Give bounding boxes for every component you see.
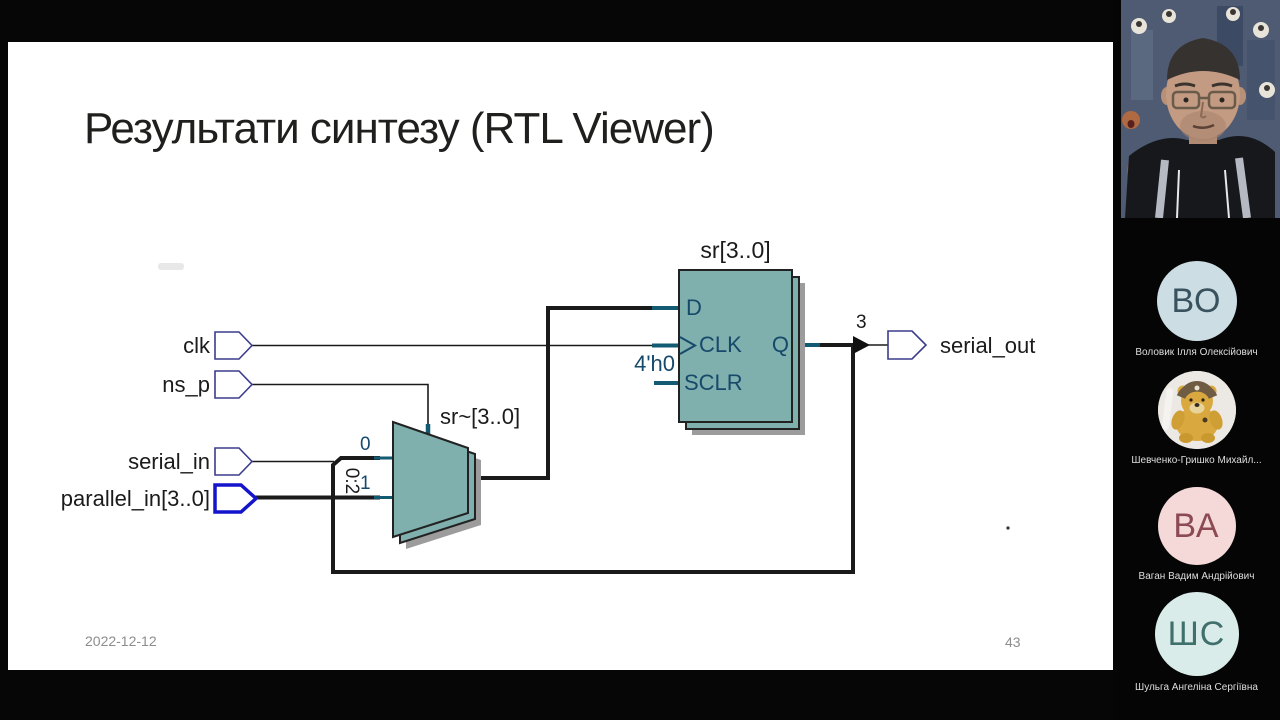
pin-label-sclr: SCLR [684,370,743,395]
io-port-shapes [213,330,928,514]
mux-name-label: sr~[3..0] [440,404,521,429]
avatar-photo [1157,371,1236,449]
bus-wires [254,306,855,574]
const-label: 4'h0 [634,351,675,376]
rtl-schematic [213,269,1010,574]
participant-tile[interactable]: Шевченко-Гришко Михайл... [1113,371,1280,466]
pin-label-d: D [686,295,702,320]
mux-symbol [392,420,481,549]
speaker-video-image [1121,0,1280,218]
port-label-serial-in: serial_in [128,449,210,474]
bus-slice-label: 0:2 [341,467,362,495]
wire-arrow-icon [853,336,870,354]
participant-tile[interactable]: ШС Шульга Ангеліна Сергіївна [1113,592,1280,693]
thin-wires [252,344,892,463]
participant-name: Шевченко-Гришко Михайл... [1131,455,1262,466]
clk-port-icon [214,331,254,360]
pin-label-clk: CLK [699,332,742,357]
participant-name: Воловик Ілля Олексійович [1135,347,1258,358]
bus-width-label: 3 [856,312,867,333]
register-symbol [678,269,805,435]
stray-dot [1006,526,1010,530]
avatar-initials: ШС [1154,592,1239,676]
avatar-initials: ВА [1157,487,1236,565]
port-label-clk: clk [183,333,210,358]
serial-in-port-icon [214,447,254,476]
nsp-port-icon [214,370,254,399]
slide-page-number: 43 [1005,634,1021,650]
teddy-bear-icon [1157,371,1236,449]
mux-input1-label: 1 [360,473,371,494]
port-label-serial-out: serial_out [940,333,1036,358]
slide-title: Результати синтезу (RTL Viewer) [84,104,715,153]
register-name-label: sr[3..0] [700,237,771,263]
participant-name: Ваган Вадим Андрійович [1138,571,1255,582]
slide-date: 2022-12-12 [85,633,157,649]
clock-edge-icon [679,336,698,355]
serial-out-port-icon [887,330,928,360]
port-label-nsp: ns_p [162,372,210,397]
parallel-in-port-icon [213,483,259,514]
participants-sidebar: ВО Воловик Ілля Олексійович [1113,0,1280,720]
mux-input0-label: 0 [360,434,371,455]
participant-name: Шульга Ангеліна Сергіївна [1135,682,1258,693]
speaker-video-tile[interactable] [1121,0,1280,218]
faint-artifact [158,263,184,270]
avatar-initials: ВО [1156,261,1237,341]
participant-tile[interactable]: ВА Ваган Вадим Андрійович [1113,487,1280,582]
pin-label-q: Q [771,332,789,357]
port-label-parallel-in: parallel_in[3..0] [60,486,210,511]
presentation-slide: Результати синтезу (RTL Viewer) [8,42,1113,670]
speaker-figure [1125,38,1275,218]
participant-tile[interactable]: ВО Воловик Ілля Олексійович [1113,261,1280,358]
